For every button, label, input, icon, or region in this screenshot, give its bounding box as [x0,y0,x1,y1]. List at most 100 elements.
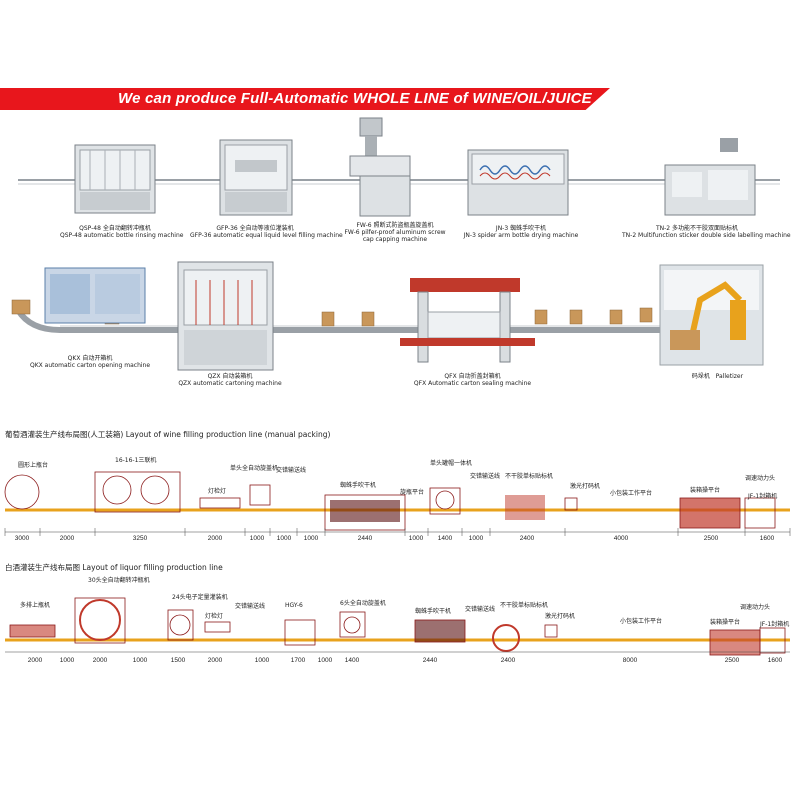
liquor-dim-2: 2000 [93,657,108,664]
wine-dim-1: 2000 [60,535,75,542]
liquor-label-4: 交错输送线 [235,602,265,610]
wine-label-12: 装箱操平台 [690,486,720,494]
wine-label-0: 圆形上瓶台 [18,461,48,469]
machine-caption-carton-sealing: QFX 自动折盖封箱机 QFX Automatic carton sealing… [410,373,535,387]
liquor-dim-5: 2000 [208,657,223,664]
caption-en: QKX automatic carton opening machine [30,362,151,369]
wine-dim-7: 2440 [358,535,373,542]
caption-en: JN-3 spider arm bottle drying machine [463,232,579,239]
wine-dim-5: 1000 [277,535,292,542]
caption-en: QSP-48 automatic bottle rinsing machine [60,232,184,239]
wine-label-4: 交错输送线 [276,466,306,474]
liquor-dim-7: 1700 [291,657,306,664]
liquor-dim-9: 1400 [345,657,360,664]
caption-cn: QZX 自动装箱机 [207,373,253,380]
banner-title: We can produce Full-Automatic WHOLE LINE… [118,90,592,107]
liquor-dim-13: 2500 [725,657,740,664]
wine-dim-14: 1600 [760,535,775,542]
drying-machine-image [467,149,569,216]
machine-caption-carton-opening: QKX 自动开箱机 QKX automatic carton opening m… [30,355,150,369]
wine-dim-3: 2000 [208,535,223,542]
machine-caption-filling: GFP-36 全自动等液位灌装机 GFP-36 automatic equal … [190,225,343,239]
wine-dim-12: 4000 [614,535,629,542]
liquor-label-13: 调速动力头 [740,603,770,611]
liquor-dim-11: 2400 [501,657,516,664]
filling-machine-image [219,139,293,216]
machine-caption-drying: JN-3 蜘蛛手吹干机 JN-3 spider arm bottle dryin… [462,225,580,239]
caption-cn: TN-2 多功能不干胶双面贴标机 [655,225,739,232]
liquor-label-7: 蜘蛛手吹干机 [415,607,451,615]
caption-en: QZX automatic cartoning machine [178,380,282,387]
caption-en: Palletizer [715,373,744,380]
liquor-label-6: 6头全自动旋盖机 [340,599,386,607]
liquor-dim-8: 1000 [318,657,333,664]
liquor-label-9: 不干胶单标贴标机 [500,601,548,609]
liquor-label-0: 多排上瓶机 [20,601,50,609]
liquor-dim-10: 2440 [423,657,438,664]
wine-label-2: 单头全自动旋盖机 [230,464,278,472]
caption-en: GFP-36 automatic equal liquid level fill… [190,232,343,239]
cartoning-machine-image [177,261,274,371]
liquor-label-14: JF-1封箱机 [759,620,789,628]
wine-label-3: 灯检灯 [208,487,226,495]
wine-label-14: JF-1封箱机 [747,492,777,500]
machine-caption-capping: FW-6 照断式防盗瓶盖旋盖机 FW-6 pilfer-proof alumin… [335,222,455,243]
machine-caption-rinsing: QSP-48 全自动翻转冲瓶机 QSP-48 automatic bottle … [60,225,184,239]
wine-dim-13: 2500 [704,535,719,542]
caption-cn: QKX 自动开箱机 [67,355,113,362]
wine-label-9: 不干胶单标贴标机 [505,472,553,480]
liquor-dim-14: 1600 [768,657,783,664]
carton-sealing-machine-image [400,278,535,363]
liquor-label-11: 小包装工作平台 [620,617,662,625]
wine-dim-4: 1000 [250,535,265,542]
liquor-layout-title: 白酒灌装生产线布局图 Layout of liquor filling prod… [5,563,223,572]
caption-en: TN-2 Multifunction sticker double side l… [622,232,791,239]
labelling-machine-image [664,138,756,216]
liquor-dim-4: 1500 [171,657,186,664]
liquor-dim-6: 1000 [255,657,270,664]
wine-label-13: 调速动力头 [745,474,775,482]
caption-cn: QFX 自动折盖封箱机 [444,373,501,380]
wine-label-11: 小包装工作平台 [610,489,652,497]
caption-cn: FW-6 照断式防盗瓶盖旋盖机 [356,222,434,229]
wine-label-8: 交错输送线 [470,472,500,480]
wine-layout-title: 葡萄酒灌装生产线布局图(人工装箱) Layout of wine filling… [5,430,331,439]
wine-dim-9: 1400 [438,535,453,542]
liquor-label-8: 交错输送线 [465,605,495,613]
caption-en: FW-6 pilfer-proof aluminum screw [344,229,446,236]
liquor-label-12: 装箱操平台 [710,618,740,626]
machine-caption-cartoning: QZX 自动装箱机 QZX automatic cartoning machin… [175,373,285,387]
wine-dim-0: 3000 [15,535,30,542]
wine-dim-11: 2400 [520,535,535,542]
liquor-label-5: HGY-6 [285,602,303,609]
wine-label-7: 单头罐帽一体机 [430,459,472,467]
wine-dim-10: 1000 [469,535,484,542]
caption-cn: QSP-48 全自动翻转冲瓶机 [79,225,151,232]
wine-label-1: 16-16-1三联机 [115,456,156,464]
wine-label-6: 旋瓶平台 [400,488,424,496]
title-banner [0,88,610,110]
machine-caption-labelling: TN-2 多功能不干胶双面贴标机 TN-2 Multifunction stic… [622,225,791,239]
liquor-label-10: 激光打码机 [545,612,575,620]
caption-cn: 码垛机 [691,373,710,380]
liquor-label-2: 24头电子定量灌装机 [172,593,228,601]
capping-machine-image [349,117,411,217]
caption-cn: GFP-36 全自动等液位灌装机 [216,225,294,232]
liquor-dim-3: 1000 [133,657,148,664]
machine-caption-palletizer: 码垛机 Palletizer [670,373,765,380]
liquor-dim-12: 8000 [623,657,638,664]
wine-dim-6: 1000 [304,535,319,542]
carton-opening-machine-image [44,267,146,324]
liquor-label-3: 灯检灯 [205,612,223,620]
wine-dim-2: 3250 [133,535,148,542]
caption-cn: JN-3 蜘蛛手吹干机 [495,225,547,232]
wine-dim-8: 1000 [409,535,424,542]
caption-en: QFX Automatic carton sealing machine [413,380,532,387]
caption-en-2: cap capping machine [362,236,428,243]
wine-label-5: 蜘蛛手吹干机 [340,481,376,489]
palletizer-image [659,264,764,366]
wine-label-10: 激光打码机 [570,482,600,490]
